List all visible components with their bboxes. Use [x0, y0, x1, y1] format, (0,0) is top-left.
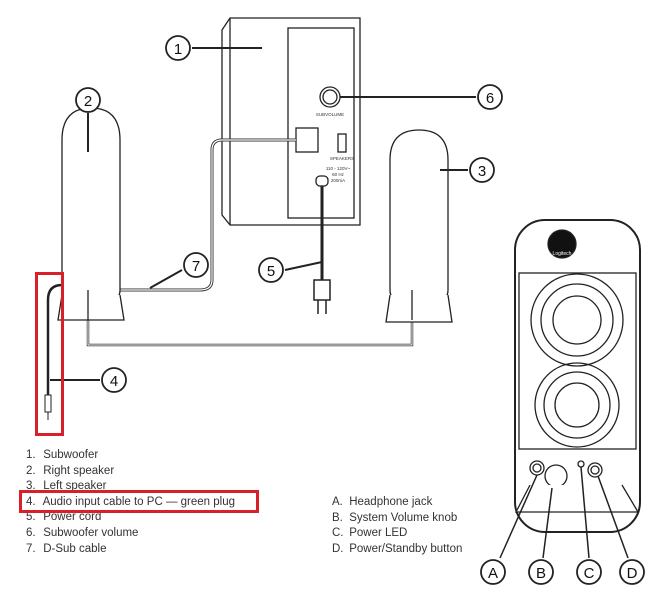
callout-c-label: C — [584, 565, 595, 582]
callout-3 — [469, 157, 495, 183]
right-speaker — [57, 107, 125, 321]
callout-1 — [165, 35, 191, 61]
callout-4-label: 4 — [110, 373, 118, 390]
callout-4 — [101, 367, 127, 393]
legend-item: 1. Subwoofer — [26, 449, 99, 461]
callout-2 — [75, 87, 101, 113]
callout-3-label: 3 — [478, 163, 486, 180]
callout-7-label: 7 — [192, 258, 200, 275]
callout-5-label: 5 — [267, 263, 275, 280]
legend-item: C. Power LED — [332, 527, 408, 540]
highlight-audio-cable — [35, 272, 64, 436]
speaker-front-view — [499, 219, 641, 559]
legend-item: 6. Subwoofer volume — [26, 526, 139, 539]
power-label-2: 60 Hz — [332, 172, 345, 177]
speakers-label: SPEAKERS — [330, 156, 354, 161]
legend-controls: A. Headphone jack B. System Volume knob … — [332, 495, 462, 557]
callout-1-label: 1 — [174, 41, 182, 58]
power-label-3: 200mA — [331, 178, 345, 183]
audio-input-cable — [46, 283, 63, 395]
callout-b-label: B — [536, 565, 546, 582]
callout-6 — [477, 84, 503, 110]
callout-c — [576, 559, 602, 585]
legend-item: 7. D-Sub cable — [26, 542, 107, 555]
legend-item: A. Headphone jack — [332, 496, 433, 508]
logitech-logo: Logitech — [553, 251, 572, 257]
legend-item: D. Power/Standby button — [332, 542, 463, 555]
callout-7 — [183, 252, 209, 278]
callout-a-label: A — [488, 565, 498, 582]
callout-6-label: 6 — [486, 90, 494, 107]
callout-b — [528, 559, 554, 585]
power-label-1: 110 - 120V~ — [326, 166, 351, 171]
legend-item: 5. Power cord — [26, 511, 102, 524]
callout-2-label: 2 — [84, 93, 92, 110]
subwoofer — [221, 17, 361, 226]
legend-item: 2. Right speaker — [26, 464, 115, 477]
highlight-legend-4 — [19, 490, 259, 513]
callout-a — [480, 559, 506, 585]
legend-item: B. System Volume knob — [332, 511, 458, 524]
legend-parts: 1. Subwoofer 2. Right speaker 3. Left sp… — [26, 448, 235, 557]
callout-d-label: D — [627, 565, 638, 582]
callout-d — [619, 559, 645, 585]
left-speaker — [385, 129, 453, 323]
callout-5 — [258, 257, 284, 283]
legend-item: 3. Left speaker — [26, 480, 107, 493]
legend-item: 4. Audio input cable to PC — green plug — [26, 495, 235, 508]
speaker-link-cable — [86, 310, 414, 347]
volume-label: SUBVOLUME — [316, 112, 344, 117]
